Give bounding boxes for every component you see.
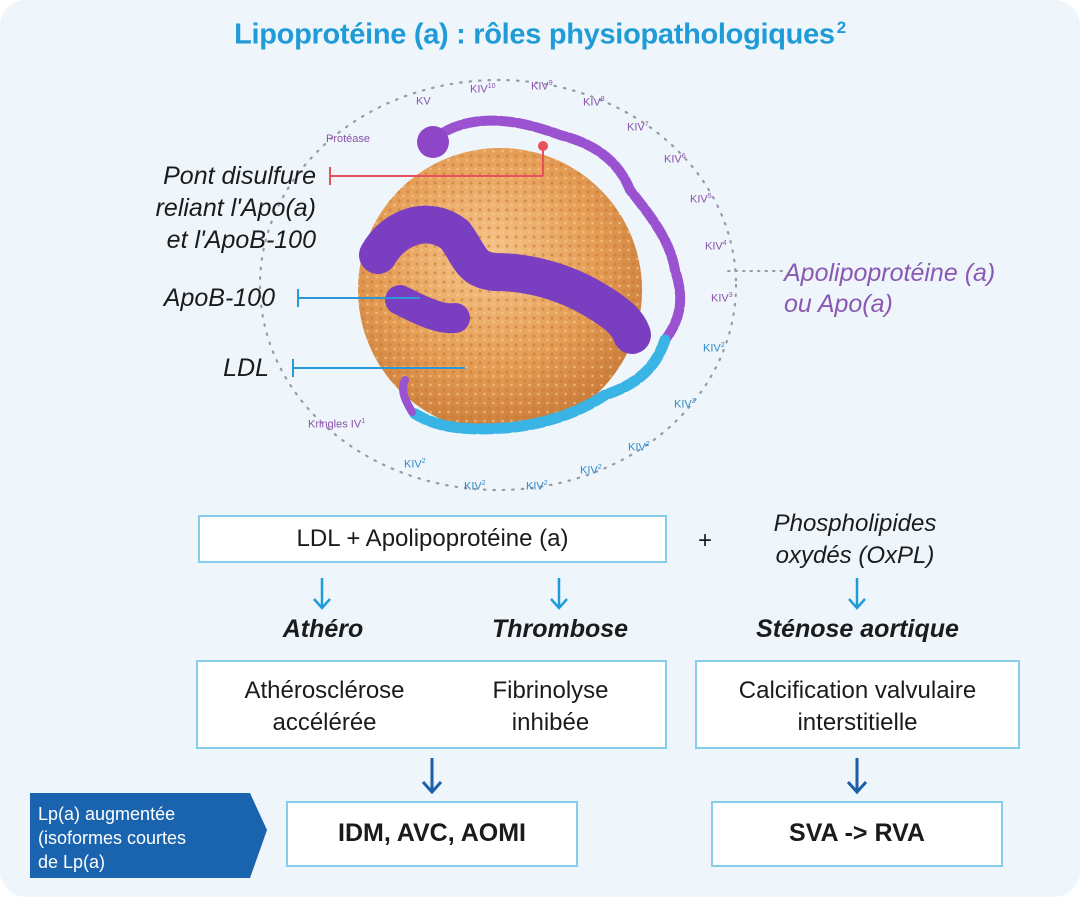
ldl-label: LDL [223,354,269,382]
apoa-label: Apolipoprotéine (a) ou Apo(a) [784,259,996,318]
ldl-pointer [292,359,465,377]
kringle-label: KIV2 [703,342,725,355]
atherosclerosis-text: Athérosclérose accélérée [244,677,405,736]
kringle-label: KIV2 [580,464,602,477]
plus-sign: + [697,527,712,554]
apob-100-protein [359,205,651,354]
fibrinolysis-text: Fibrinolyse inhibée [492,677,609,736]
mechanism-box-right: Calcification valvulaire interstitielle [695,660,1020,749]
outcome-box-right: SVA -> RVA [711,801,1003,867]
kringle-label: KIV9 [531,80,553,93]
kringle-label: KIV2 [674,398,696,411]
ldl-apoa-box: LDL + Apolipoprotéine (a) [198,515,667,563]
mechanism-box-left: Athérosclérose accélérée Fibrinolyse inh… [196,660,667,749]
kringle-label: KIV10 [470,83,496,96]
disulfide-label: Pont disulfure reliant l'Apo(a) et l'Apo… [155,162,316,254]
category-stenose: Sténose aortique [756,615,959,643]
category-athero: Athéro [282,615,364,643]
kringle-label: KIV4 [705,240,727,253]
lp-a-tag: Lp(a) augmentée (isoformes courtes de Lp… [38,804,187,872]
kringle-label: KIV2 [404,458,426,471]
outcome-box-left: IDM, AVC, AOMI [286,801,578,867]
disulfide-pointer [329,141,548,185]
kringle-label: KIV2 [464,480,486,493]
kringle-label: KV [416,95,431,108]
apoa-chain-purple [427,115,686,345]
category-thrombose: Thrombose [491,615,629,643]
oxpl-label: Phospholipides oxydés (OxPL) [773,510,937,569]
kringle-label: KIV8 [583,96,605,109]
kringle-label: KIV5 [690,193,712,206]
apob-pointer [297,289,420,307]
kringle-label: KIV6 [664,153,686,166]
kringle-label: KIV2 [628,441,650,454]
kringle-label: KIV3 [711,292,733,305]
lp-a-tag-shape [30,793,267,878]
kringle-label: KIV2 [526,480,548,493]
apoa-chain-blue [406,334,671,435]
kringle-orbit [258,78,738,492]
kringles-iv-label: Kringles IV1 [308,418,366,431]
protease-label: Protéase [326,133,371,145]
page-title: Lipoprotéine (a) : rôles physiopathologi… [234,18,846,51]
kringle-label: KIV7 [627,121,649,134]
calcification-text: Calcification valvulaire interstitielle [738,677,977,736]
apob-label: ApoB-100 [163,284,275,312]
